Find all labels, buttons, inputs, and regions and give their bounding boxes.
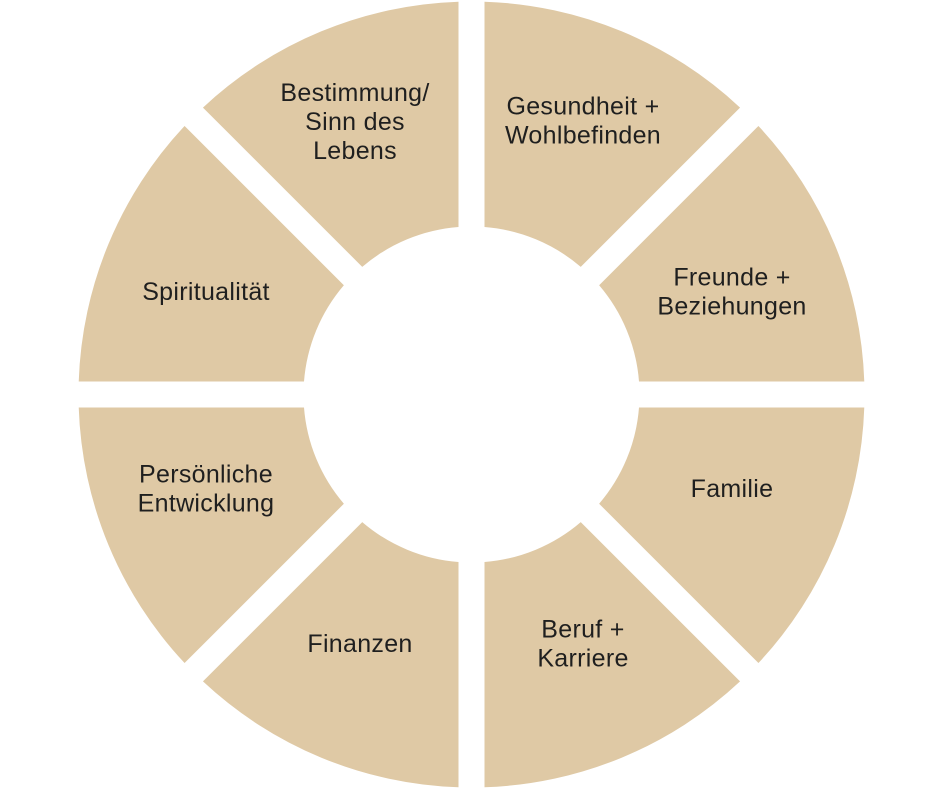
segment-familie: Familie — [599, 407, 865, 664]
segment-gesundheit: Gesundheit +Wohlbefinden — [484, 1, 741, 267]
segment-freunde: Freunde +Beziehungen — [599, 125, 865, 382]
segment-label-line: Familie — [691, 475, 774, 503]
segment-shape-freunde — [599, 125, 865, 382]
segment-label-line: Persönliche — [139, 460, 273, 488]
segment-finanzen: Finanzen — [202, 522, 459, 788]
segment-spiritualitaet: Spiritualität — [78, 125, 344, 382]
segment-shape-entwicklung — [78, 407, 344, 664]
segment-label-beruf: Beruf +Karriere — [537, 615, 628, 672]
segment-label-line: Beruf + — [541, 615, 624, 643]
segment-label-gesundheit: Gesundheit +Wohlbefinden — [505, 92, 661, 149]
segment-shape-bestimmung — [202, 1, 459, 267]
segment-label-familie: Familie — [691, 475, 774, 503]
segment-label-line: Spiritualität — [142, 278, 270, 306]
segment-label-line: Entwicklung — [138, 489, 275, 517]
segment-label-line: Karriere — [537, 644, 628, 672]
segment-shape-familie — [599, 407, 865, 664]
segment-label-line: Gesundheit + — [506, 92, 659, 120]
segment-label-line: Bestimmung/ — [280, 79, 429, 107]
segment-label-line: Lebens — [313, 137, 397, 165]
segment-label-line: Finanzen — [307, 630, 412, 658]
segment-shape-finanzen — [202, 522, 459, 788]
segment-label-spiritualitaet: Spiritualität — [142, 278, 270, 306]
segment-shape-gesundheit — [484, 1, 741, 267]
segment-beruf: Beruf +Karriere — [484, 522, 741, 788]
segment-label-freunde: Freunde +Beziehungen — [657, 263, 806, 320]
segment-shape-beruf — [484, 522, 741, 788]
segment-label-finanzen: Finanzen — [307, 630, 412, 658]
segment-label-line: Wohlbefinden — [505, 121, 661, 149]
segment-label-line: Sinn des — [305, 108, 405, 136]
segment-label-line: Freunde + — [673, 263, 790, 291]
segment-label-line: Beziehungen — [657, 292, 806, 320]
segment-shape-spiritualitaet — [78, 125, 344, 382]
